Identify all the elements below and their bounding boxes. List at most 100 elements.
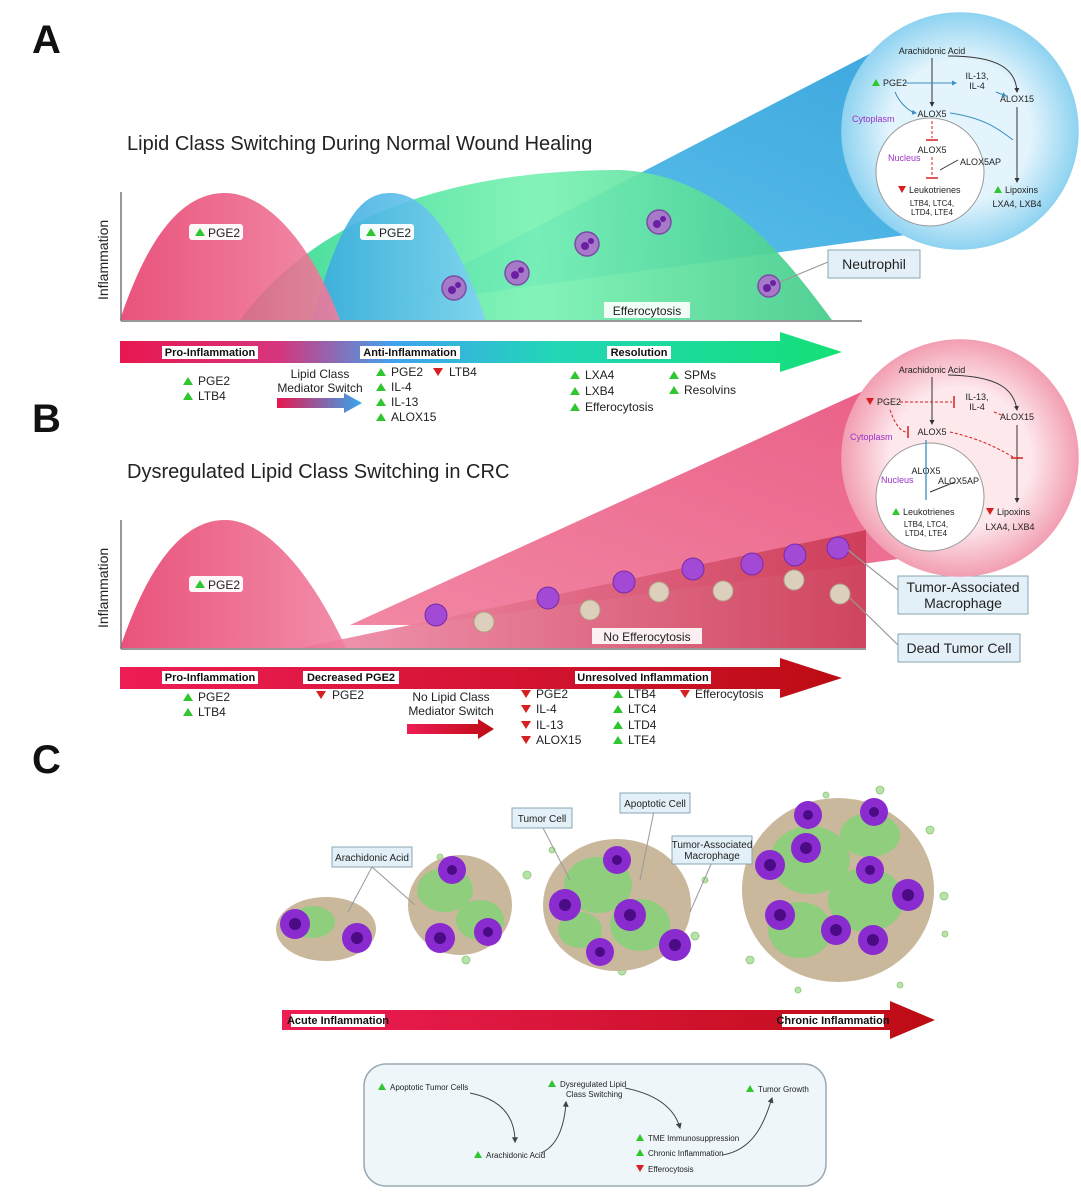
svg-text:Anti-Inflammation: Anti-Inflammation — [363, 347, 457, 359]
svg-text:LTB4, LTC4,: LTB4, LTC4, — [904, 520, 948, 529]
svg-text:Leukotrienes: Leukotrienes — [903, 507, 955, 517]
svg-text:Acute Inflammation: Acute Inflammation — [287, 1015, 389, 1027]
svg-text:Apoptotic Cell: Apoptotic Cell — [624, 799, 686, 810]
svg-text:IL-13,: IL-13, — [965, 392, 988, 402]
svg-text:PGE2: PGE2 — [883, 78, 907, 88]
callout-dead-tumor-cell: Dead Tumor Cell — [897, 633, 1021, 663]
list-b-eff-down: Efferocytosis — [680, 687, 763, 701]
svg-text:PGE2: PGE2 — [877, 397, 901, 407]
svg-text:LTB4: LTB4 — [449, 365, 477, 379]
pge2-tag-a1: PGE2 — [189, 224, 243, 240]
svg-text:ALOX15: ALOX15 — [391, 410, 437, 424]
stage-labels-a: Pro-Inflammation Anti-Inflammation Resol… — [162, 346, 671, 359]
svg-text:Efferocytosis: Efferocytosis — [613, 304, 681, 318]
svg-text:Leukotrienes: Leukotrienes — [909, 185, 961, 195]
list-a-res1: LXA4 LXB4 Efferocytosis — [570, 368, 653, 414]
svg-text:Lipoxins: Lipoxins — [1005, 185, 1039, 195]
label-tumor-cell: Tumor Cell — [511, 807, 573, 829]
list-b-pro: PGE2 LTB4 — [183, 690, 230, 719]
progression-arrow-c — [282, 1001, 935, 1039]
svg-text:TME Immunosuppression: TME Immunosuppression — [648, 1134, 739, 1143]
svg-text:No Efferocytosis: No Efferocytosis — [603, 630, 690, 644]
svg-text:ALOX5: ALOX5 — [917, 109, 946, 119]
svg-text:Arachidonic Acid: Arachidonic Acid — [899, 365, 966, 375]
svg-text:Arachidonic Acid: Arachidonic Acid — [486, 1151, 545, 1160]
stage-labels-b: Pro-Inflammation Decreased PGE2 Unresolv… — [162, 671, 711, 684]
svg-text:Dysregulated Lipid: Dysregulated Lipid — [560, 1080, 626, 1089]
stage-arrow-a — [120, 332, 842, 372]
switch-label-a: Lipid Class Mediator Switch — [277, 367, 362, 395]
svg-text:IL-4: IL-4 — [969, 81, 985, 91]
svg-text:Class Switching: Class Switching — [566, 1090, 622, 1099]
tumor-cluster-2 — [408, 855, 512, 955]
svg-text:PGE2: PGE2 — [208, 226, 240, 240]
no-efferocytosis-label: No Efferocytosis — [592, 628, 702, 644]
pge2-tag-b: PGE2 — [189, 576, 243, 592]
callout-tam: Tumor-Associated Macrophage — [897, 575, 1029, 615]
svg-text:PGE2: PGE2 — [198, 690, 230, 704]
svg-text:Resolution: Resolution — [611, 347, 668, 359]
svg-text:PGE2: PGE2 — [391, 365, 423, 379]
svg-text:Dead Tumor Cell: Dead Tumor Cell — [906, 640, 1011, 656]
flow-items: Apoptotic Tumor Cells Arachidonic Acid D… — [378, 1080, 809, 1174]
svg-text:ALOX5AP: ALOX5AP — [960, 157, 1001, 167]
panel-b-title: Dysregulated Lipid Class Switching in CR… — [127, 461, 509, 483]
inset-pathway-a: Arachidonic Acid PGE2 IL-13, IL-4 ALOX15… — [841, 12, 1079, 250]
svg-text:Cytoplasm: Cytoplasm — [852, 114, 895, 124]
svg-text:IL-13,: IL-13, — [965, 71, 988, 81]
svg-text:Chronic Inflammation: Chronic Inflammation — [776, 1015, 889, 1027]
tumor-cluster-3 — [543, 839, 691, 971]
svg-text:Efferocytosis: Efferocytosis — [695, 687, 763, 701]
switch-arrow-a — [277, 393, 362, 413]
list-b-dec: PGE2 — [316, 688, 364, 702]
svg-text:ALOX15: ALOX15 — [1000, 412, 1034, 422]
svg-text:PGE2: PGE2 — [536, 687, 568, 701]
svg-text:LTD4: LTD4 — [628, 718, 657, 732]
svg-text:LXA4: LXA4 — [585, 368, 615, 382]
svg-text:Tumor Growth: Tumor Growth — [758, 1085, 809, 1094]
tumor-cluster-1 — [276, 897, 376, 961]
svg-text:Decreased PGE2: Decreased PGE2 — [307, 672, 395, 684]
flow-arrows — [469, 1087, 774, 1156]
panel-letter-b: B — [32, 397, 61, 441]
svg-text:Macrophage: Macrophage — [684, 851, 740, 862]
list-a-pro: PGE2 LTB4 — [183, 374, 230, 403]
label-apoptotic-cell: Apoptotic Cell — [619, 792, 691, 814]
svg-text:No Lipid Class: No Lipid Class — [412, 690, 489, 704]
svg-text:ALOX5: ALOX5 — [917, 427, 946, 437]
list-a-anti: PGE2 IL-4 IL-13 ALOX15 LTB4 — [376, 365, 477, 424]
list-b-unres-down: PGE2 IL-4 IL-13 ALOX15 — [521, 687, 582, 747]
svg-text:LTD4, LTE4: LTD4, LTE4 — [911, 208, 953, 217]
stage-arrow-b — [120, 658, 842, 698]
svg-text:Cytoplasm: Cytoplasm — [850, 432, 893, 442]
svg-text:IL-13: IL-13 — [391, 395, 419, 409]
list-b-unres-up: LTB4 LTC4 LTD4 LTE4 — [613, 687, 657, 747]
svg-text:Apoptotic Tumor Cells: Apoptotic Tumor Cells — [390, 1083, 468, 1092]
tam-cells-b — [424, 536, 850, 627]
svg-text:LTE4: LTE4 — [628, 733, 656, 747]
svg-text:Resolvins: Resolvins — [684, 383, 736, 397]
panel-letter-c: C — [32, 738, 61, 782]
svg-text:LTC4: LTC4 — [628, 702, 657, 716]
svg-text:LXA4, LXB4: LXA4, LXB4 — [985, 522, 1034, 532]
svg-text:IL-4: IL-4 — [536, 702, 557, 716]
svg-text:PGE2: PGE2 — [208, 578, 240, 592]
neutrophil-nuclei — [448, 216, 776, 294]
panel-letter-a: A — [32, 18, 61, 62]
svg-text:Pro-Inflammation: Pro-Inflammation — [165, 672, 256, 684]
svg-text:LTB4: LTB4 — [198, 705, 226, 719]
svg-text:Mediator Switch: Mediator Switch — [277, 381, 362, 395]
svg-text:LTB4: LTB4 — [198, 389, 226, 403]
svg-text:Unresolved Inflammation: Unresolved Inflammation — [577, 672, 709, 684]
svg-text:Tumor-Associated: Tumor-Associated — [906, 579, 1019, 595]
arrow-c-labels: Acute Inflammation Chronic Inflammation — [287, 1014, 890, 1027]
svg-text:Arachidonic Acid: Arachidonic Acid — [899, 46, 966, 56]
efferocytosis-label: Efferocytosis — [604, 302, 690, 318]
svg-text:PGE2: PGE2 — [198, 374, 230, 388]
svg-text:Tumor Cell: Tumor Cell — [518, 814, 567, 825]
svg-text:LTB4: LTB4 — [628, 687, 656, 701]
svg-text:ALOX15: ALOX15 — [1000, 94, 1034, 104]
curve-pink-pro — [120, 193, 340, 320]
svg-text:ALOX5AP: ALOX5AP — [938, 476, 979, 486]
